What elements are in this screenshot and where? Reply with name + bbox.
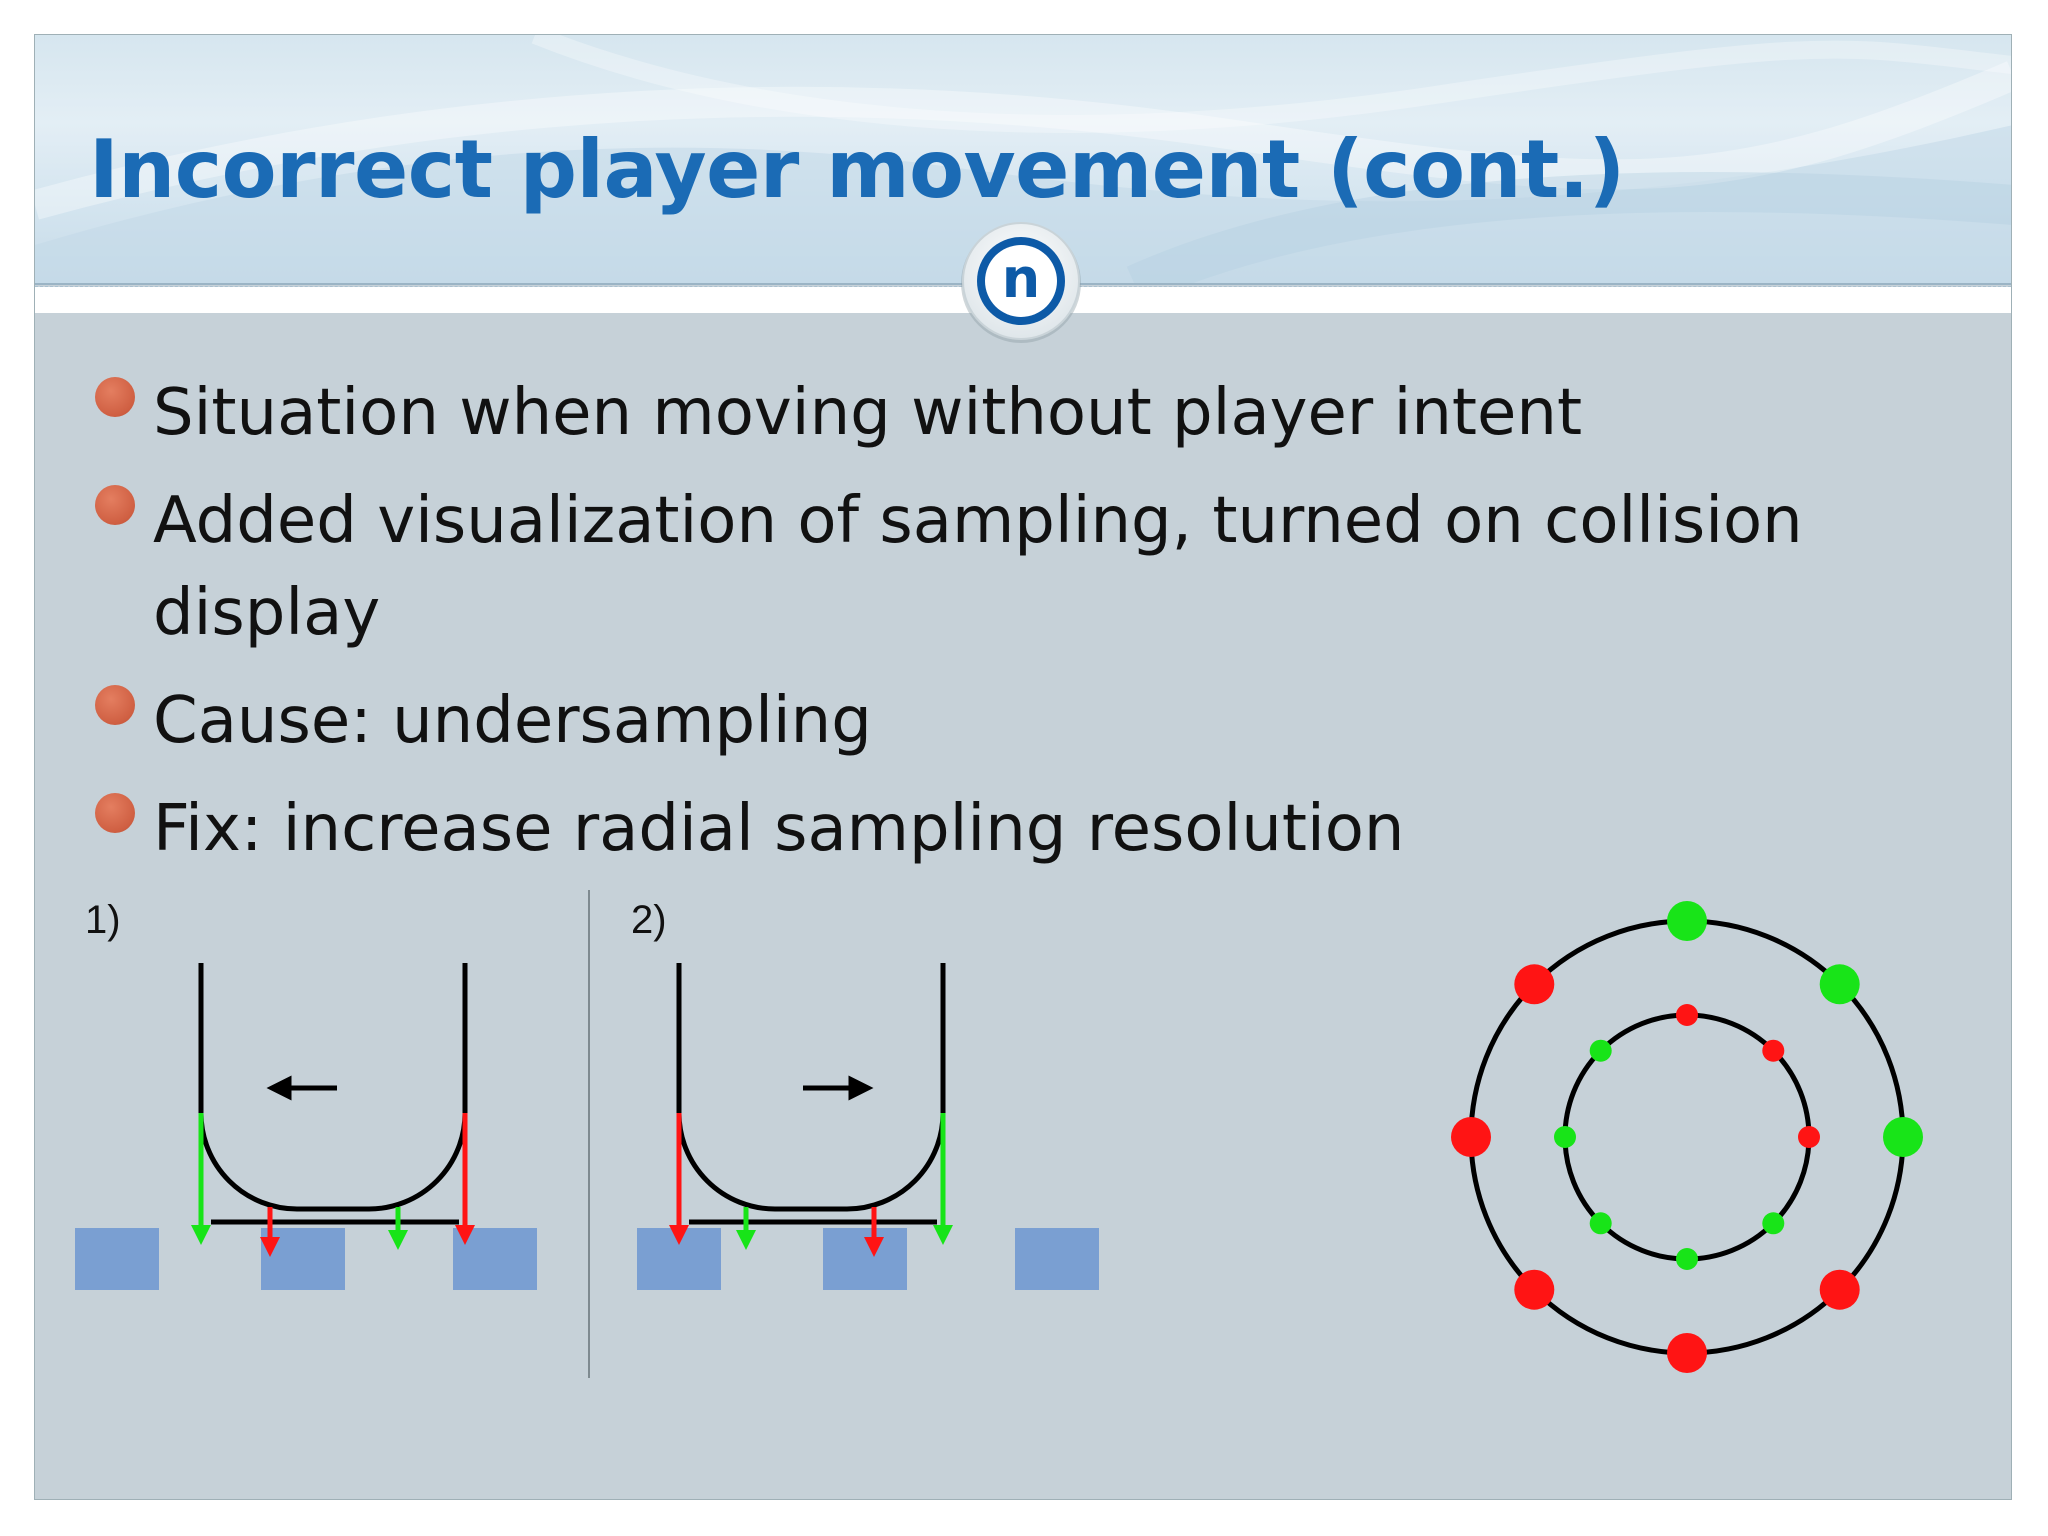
diagram-2-label: 2) [631,898,667,942]
inner-sample-dot-green [1762,1212,1785,1235]
outer-sample-dot-green [1883,1117,1923,1157]
outer-sample-dot-red [1514,964,1555,1005]
inner-sample-dot-red [1676,1004,1698,1026]
header-swirl-decoration [35,35,2011,285]
inner-sample-dot-green [1589,1212,1612,1235]
capsule-outline [198,963,468,1212]
slide: Incorrect player movement (cont.) n Situ… [34,34,2012,1500]
collision-box [453,1228,537,1290]
radial-sampling-rings [1451,901,1923,1373]
outer-sample-dot-red [1819,1269,1860,1310]
inner-sample-dot-green [1676,1248,1698,1270]
inner-sample-dot-green [1589,1039,1612,1062]
collision-box [1015,1228,1099,1290]
diagram-1: 1) [75,898,537,1290]
outer-sample-dot-green [1667,901,1707,941]
diagram-1-label: 1) [85,898,121,942]
collision-box [261,1228,345,1290]
inner-sample-dot-red [1798,1126,1820,1148]
logo-icon: n [961,222,1081,343]
slide-title: Incorrect player movement (cont.) [89,123,1625,216]
inner-sample-dot-red [1762,1039,1785,1062]
collision-box [823,1228,907,1290]
capsule-outline [676,963,946,1212]
outer-sample-dot-red [1514,1269,1555,1310]
outer-sample-dot-green [1819,964,1860,1005]
outer-sample-dot-red [1667,1333,1707,1373]
outer-sample-dot-red [1451,1117,1491,1157]
collision-box [75,1228,159,1290]
logo-letter: n [1002,247,1040,310]
collision-box [637,1228,721,1290]
inner-sample-dot-green [1554,1126,1576,1148]
header-banner: Incorrect player movement (cont.) [35,35,2011,285]
diagram-2: 2) [631,898,1099,1290]
sampling-diagrams: 1) 2) [75,890,1923,1378]
